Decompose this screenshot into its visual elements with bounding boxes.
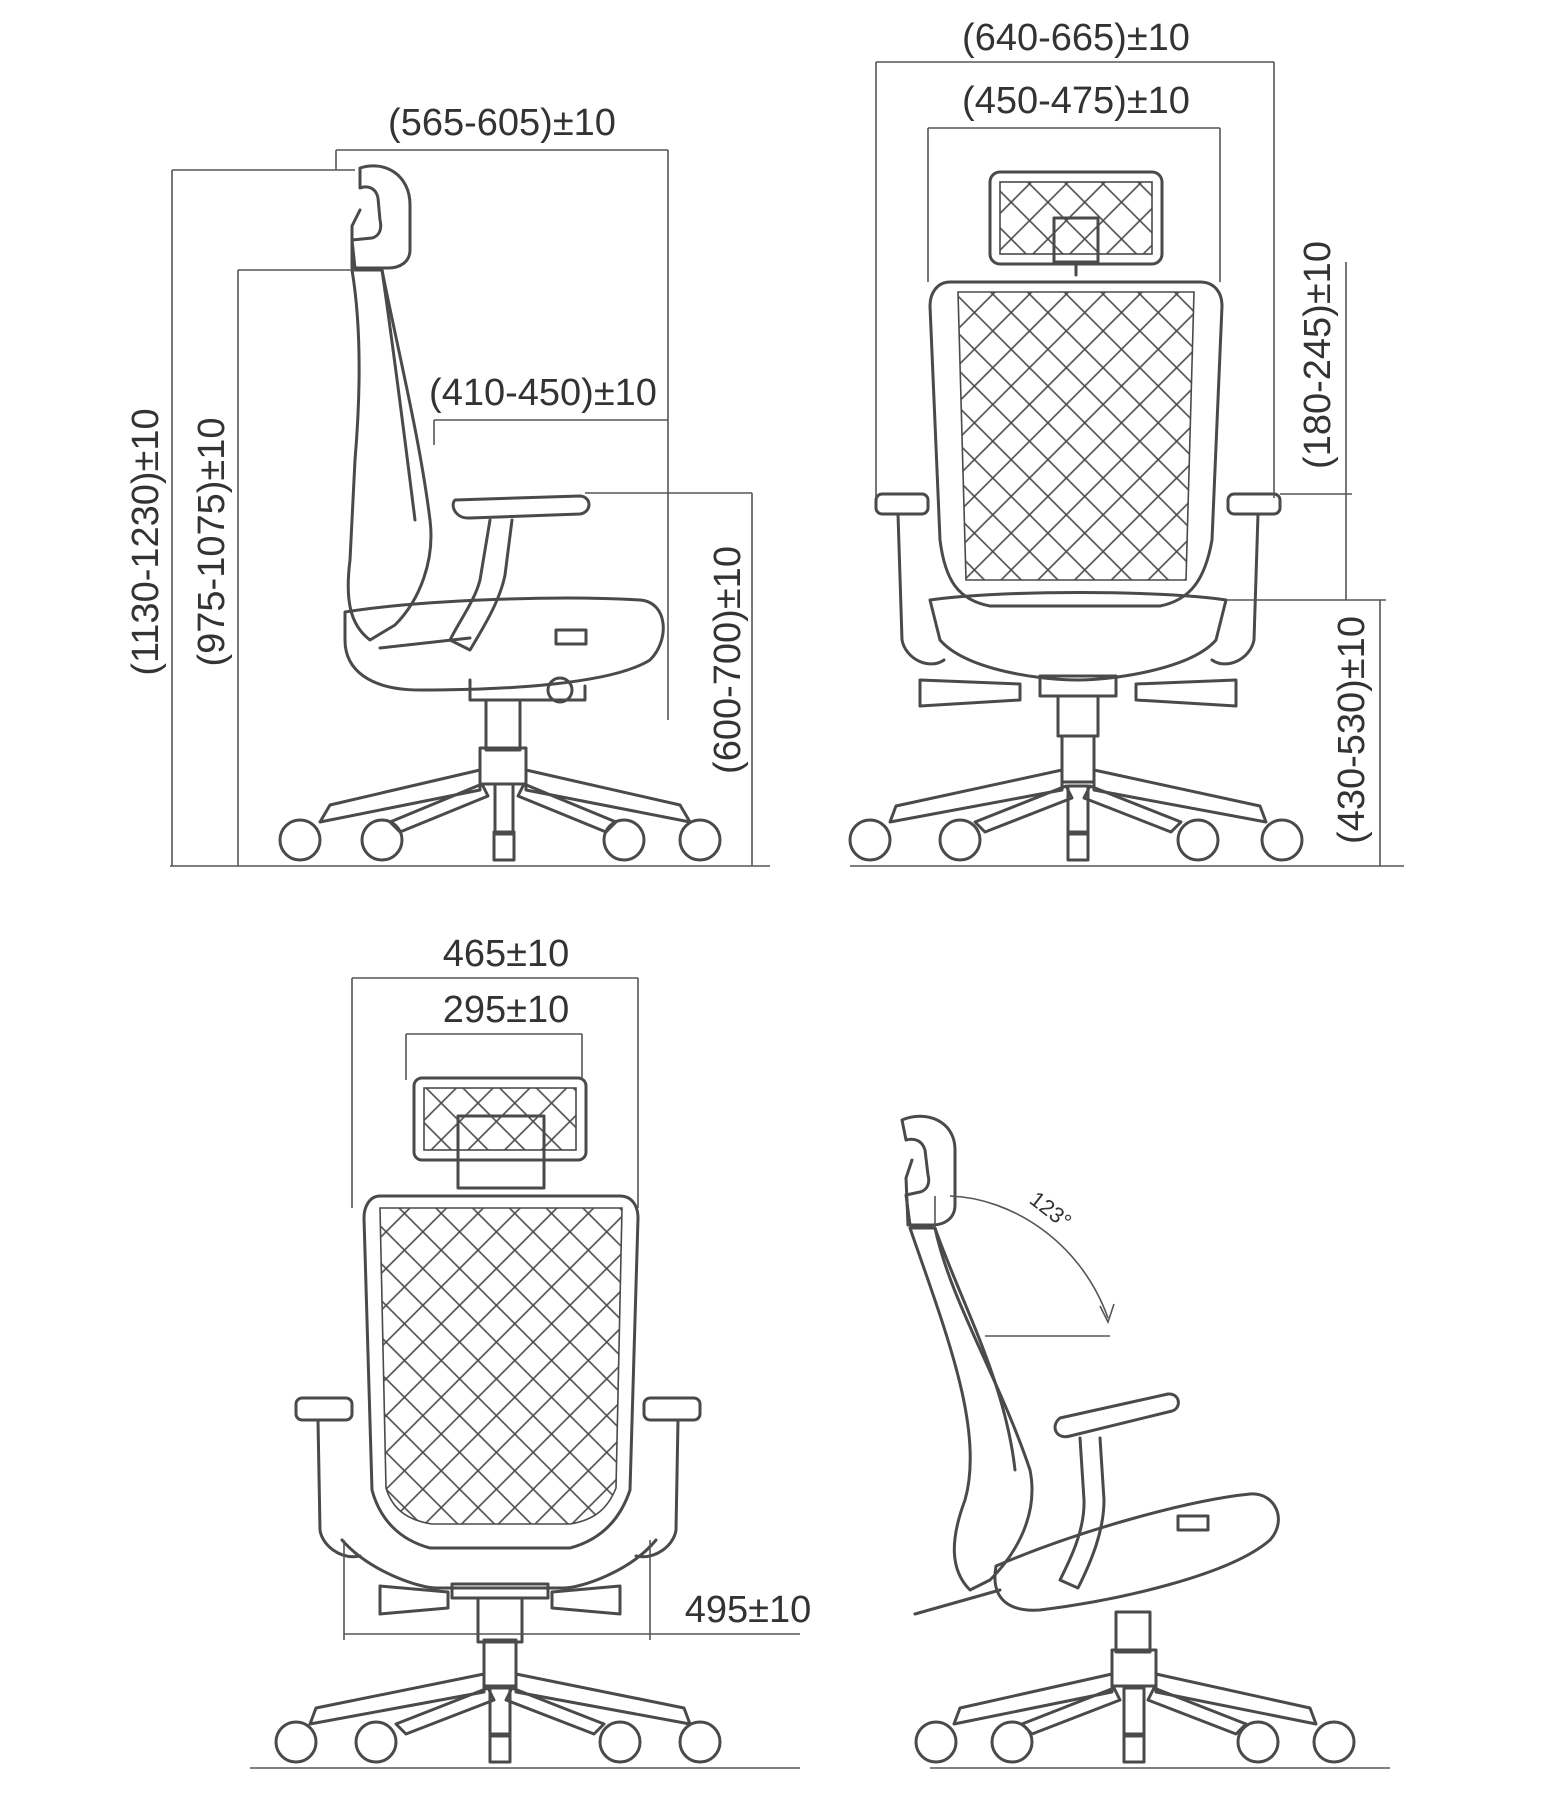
dim-side-depth: (565-605)±10 [388, 102, 616, 144]
caster-wheel-icon [914, 1720, 1356, 1764]
front-view-chair [848, 170, 1404, 867]
dim-back-headrest-width: 295±10 [443, 989, 570, 1031]
dim-front-inner-width: (450-475)±10 [962, 80, 1190, 122]
dim-side-total-height: (1130-1230)±10 [125, 408, 167, 675]
dim-back-seat-width: 495±10 [685, 1589, 812, 1631]
dim-recline-angle: 123° [1025, 1186, 1076, 1234]
recline-angle-indicator [934, 1195, 1115, 1337]
recline-view-chair [900, 1114, 1390, 1769]
back-view-dimension-labels: 465±10 295±10 495±10 [443, 933, 812, 1631]
front-view-dimension-lines [875, 61, 1386, 866]
side-view-dimension-labels: (565-605)±10 (410-450)±10 (1130-1230)±10… [125, 102, 749, 774]
back-view-dimension-lines [343, 977, 800, 1640]
caster-wheel-icon [848, 818, 1304, 862]
dim-front-overall-width: (640-665)±10 [962, 17, 1190, 59]
dim-side-seat-depth: (410-450)±10 [429, 372, 657, 414]
dim-back-overall-width: 465±10 [443, 933, 570, 975]
back-view-chair [250, 1076, 800, 1769]
side-view-chair [170, 164, 770, 867]
dim-side-armrest-height: (600-700)±10 [707, 546, 749, 774]
caster-wheel-icon [278, 818, 722, 862]
caster-wheel-icon [274, 1720, 722, 1764]
dim-front-armrest-to-seat: (180-245)±10 [1297, 241, 1339, 469]
side-view-dimension-lines [171, 149, 753, 866]
front-view-dimension-labels: (640-665)±10 (450-475)±10 (180-245)±10 (… [962, 17, 1373, 844]
dim-front-seat-height: (430-530)±10 [1331, 616, 1373, 844]
dim-side-back-height: (975-1075)±10 [191, 417, 233, 666]
